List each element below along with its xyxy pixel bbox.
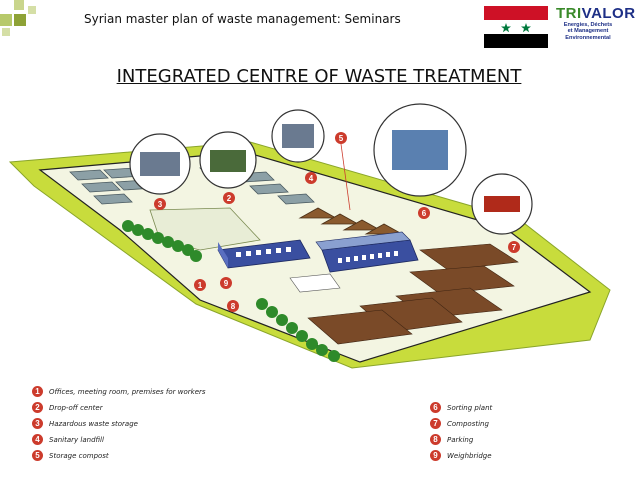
marker-1: 1 <box>194 279 206 291</box>
sorting-plant-building <box>315 231 419 273</box>
legend-label: Offices, meeting room, premises for work… <box>49 387 206 396</box>
legend-badge: 2 <box>32 402 43 413</box>
bubble-contents <box>140 124 520 212</box>
legend-item: 2 Drop-off center <box>32 402 103 413</box>
marker-label: 7 <box>512 243 517 252</box>
map-markers: 1 2 3 4 5 6 7 8 9 <box>154 132 520 312</box>
marker-5: 5 <box>335 132 347 144</box>
legend-badge: 6 <box>430 402 441 413</box>
composting-rows <box>307 243 519 345</box>
tree-row <box>122 220 340 362</box>
marker-9: 9 <box>220 277 232 289</box>
legend-item: 6 Sorting plant <box>430 402 492 413</box>
legend-item: 9 Weighbridge <box>430 450 492 461</box>
legend-label: Storage compost <box>49 451 109 460</box>
marker-3: 3 <box>154 198 166 210</box>
header-title: Syrian master plan of waste management: … <box>84 12 401 26</box>
legend-label: Weighbridge <box>447 451 492 460</box>
corner-decoration <box>0 0 40 40</box>
legend-item: 5 Storage compost <box>32 450 109 461</box>
logo-tagline-line: Environnemental <box>565 34 611 41</box>
legend-label: Drop-off center <box>49 403 103 412</box>
storage-compost-mounds <box>298 207 404 235</box>
legend-item: 4 Sanitary landfill <box>32 434 104 445</box>
marker-label: 9 <box>224 279 229 288</box>
site-illustration: 1 2 3 4 5 6 7 8 9 <box>8 103 611 369</box>
legend-badge: 5 <box>32 450 43 461</box>
legend-badge: 3 <box>32 418 43 429</box>
logo-name-suffix: VALOR <box>581 5 636 22</box>
legend-badge: 7 <box>430 418 441 429</box>
legend-item: 1 Offices, meeting room, premises for wor… <box>32 386 206 397</box>
legend-label: Hazardous waste storage <box>49 419 138 428</box>
legend-item: 7 Composting <box>430 418 489 429</box>
marker-4: 4 <box>305 172 317 184</box>
legend-label: Sanitary landfill <box>49 435 104 444</box>
marker-label: 2 <box>227 194 232 203</box>
logo-tagline-line: et Management <box>567 28 609 35</box>
legend-label: Parking <box>447 435 474 444</box>
legend-left: 1 Offices, meeting room, premises for wor… <box>32 386 292 466</box>
marker-label: 3 <box>158 200 163 209</box>
office-building <box>217 239 311 269</box>
logo-name: TRIVALOR <box>556 6 636 22</box>
legend-item: 8 Parking <box>430 434 473 445</box>
syrian-flag-icon <box>484 6 548 48</box>
marker-8: 8 <box>227 300 239 312</box>
weighbridge <box>289 273 341 293</box>
marker-2: 2 <box>223 192 235 204</box>
legend-badge: 1 <box>32 386 43 397</box>
marker-label: 1 <box>198 281 203 290</box>
logo-tagline: Energies, Déchets et Management Environn… <box>556 22 620 41</box>
marker-5-leader <box>340 143 351 211</box>
legend-badge: 4 <box>32 434 43 445</box>
legend-label: Sorting plant <box>447 403 493 412</box>
trivalor-logo: TRIVALOR Energies, Déchets et Management… <box>556 6 636 41</box>
marker-7: 7 <box>508 241 520 253</box>
main-title: INTEGRATED CENTRE OF WASTE TREATMENT <box>116 66 522 87</box>
marker-label: 4 <box>309 174 314 183</box>
marker-6: 6 <box>418 207 430 219</box>
marker-label: 5 <box>339 134 344 143</box>
legend-badge: 9 <box>430 450 441 461</box>
logo-name-prefix: TRI <box>556 5 582 22</box>
logo-tagline-line: Energies, Déchets <box>563 22 613 28</box>
marker-label: 6 <box>422 209 427 218</box>
legend-item: 3 Hazardous waste storage <box>32 418 138 429</box>
marker-label: 8 <box>231 302 236 311</box>
legend-badge: 8 <box>430 434 441 445</box>
legend-right: 6 Sorting plant 7 Composting 8 Parking 9 Wei… <box>430 402 590 468</box>
legend-label: Composting <box>447 419 489 428</box>
